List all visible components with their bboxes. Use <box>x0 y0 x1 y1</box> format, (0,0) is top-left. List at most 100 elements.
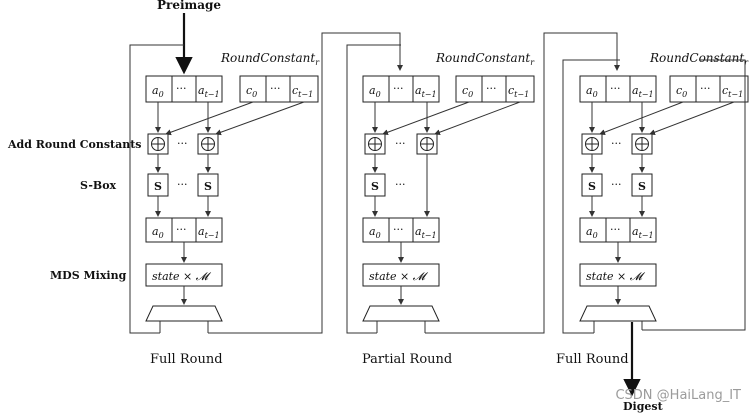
ct1-sub: t−1 <box>298 90 313 99</box>
at1-label: a <box>415 225 422 238</box>
at1-label: a <box>632 84 639 97</box>
svg-text:ct−1: ct−1 <box>508 84 529 99</box>
svg-text:a0: a0 <box>586 225 598 240</box>
ellipsis: ··· <box>270 82 281 95</box>
a0-sub: 0 <box>159 231 164 240</box>
sbox-s: S <box>638 180 646 193</box>
svg-text:at−1: at−1 <box>198 225 220 240</box>
svg-text:a0: a0 <box>152 84 164 99</box>
a0-label: a <box>586 225 593 238</box>
ellipsis: ··· <box>610 223 621 236</box>
output-mux <box>145 305 223 322</box>
output-mux <box>362 305 440 322</box>
at1-label: a <box>198 84 205 97</box>
a0-label: a <box>586 84 593 97</box>
ellipsis: ··· <box>610 82 621 95</box>
at1-sub: t−1 <box>422 90 437 99</box>
mds-mixing-label: MDS Mixing <box>50 269 127 282</box>
svg-text:at−1: at−1 <box>632 84 654 99</box>
a0-sub: 0 <box>593 90 598 99</box>
round-caption: Partial Round <box>362 352 452 367</box>
digest-label: Digest <box>623 400 664 413</box>
svg-text:RoundConstantr: RoundConstantr <box>649 51 749 67</box>
round-full-2: a0 ··· at−1 RoundConstantr c0 ··· ct−1 ·… <box>556 51 749 413</box>
svg-text:RoundConstantr: RoundConstantr <box>435 51 535 67</box>
svg-text:a0: a0 <box>369 84 381 99</box>
svg-text:a0: a0 <box>152 225 164 240</box>
ct1-label: c <box>508 84 514 97</box>
svg-text:RoundConstantr: RoundConstantr <box>220 51 320 67</box>
at1-label: a <box>415 84 422 97</box>
round-caption: Full Round <box>150 352 223 367</box>
c0-sub: 0 <box>252 90 257 99</box>
state-mds-label: state × 𝓜 <box>586 270 646 283</box>
ellipsis: ··· <box>486 82 497 95</box>
state-mds-label: state × 𝓜 <box>369 270 429 283</box>
ct1-label: c <box>292 84 298 97</box>
c0-label: c <box>462 84 468 97</box>
round-full-1: a0 ··· at−1 RoundConstantr c0 ··· ct−1 ·… <box>129 32 403 367</box>
svg-text:ct−1: ct−1 <box>722 84 743 99</box>
at1-sub: t−1 <box>639 231 654 240</box>
watermark: CSDN @HaiLang_IT <box>615 388 741 403</box>
sbox-s: S <box>204 180 212 193</box>
at1-sub: t−1 <box>639 90 654 99</box>
round-constant-label: RoundConstant <box>435 51 530 65</box>
a0-sub: 0 <box>593 231 598 240</box>
round-partial: a0 ··· at−1 RoundConstantr c0 ··· ct−1 ·… <box>346 32 620 367</box>
c0-label: c <box>246 84 252 97</box>
ct1-sub: t−1 <box>728 90 743 99</box>
ellipsis: ··· <box>177 137 188 150</box>
state-mds-label: state × 𝓜 <box>152 270 212 283</box>
at1-sub: t−1 <box>205 231 220 240</box>
at1-label: a <box>198 225 205 238</box>
ellipsis: ··· <box>176 82 187 95</box>
round-constant-sub: r <box>315 58 320 67</box>
c0-label: c <box>676 84 682 97</box>
ellipsis: ··· <box>611 178 622 191</box>
round-constant-label: RoundConstant <box>220 51 315 65</box>
round-constant-label: RoundConstant <box>649 51 744 65</box>
svg-text:at−1: at−1 <box>198 84 220 99</box>
a0-label: a <box>152 84 159 97</box>
ellipsis: ··· <box>393 223 404 236</box>
round-caption: Full Round <box>556 352 629 367</box>
svg-text:at−1: at−1 <box>632 225 654 240</box>
svg-text:at−1: at−1 <box>415 84 437 99</box>
sbox-s: S <box>588 180 596 193</box>
at1-sub: t−1 <box>205 90 220 99</box>
ct1-sub: t−1 <box>514 90 529 99</box>
svg-text:a0: a0 <box>586 84 598 99</box>
c0-sub: 0 <box>468 90 473 99</box>
preimage-label: Preimage <box>157 0 221 12</box>
ellipsis: ··· <box>395 178 406 191</box>
c0-sub: 0 <box>682 90 687 99</box>
svg-text:c0: c0 <box>246 84 257 99</box>
ellipsis: ··· <box>176 223 187 236</box>
ellipsis: ··· <box>611 137 622 150</box>
ct1-label: c <box>722 84 728 97</box>
round-constant-sub: r <box>530 58 535 67</box>
output-mux <box>579 305 657 322</box>
ellipsis: ··· <box>395 137 406 150</box>
a0-label: a <box>369 84 376 97</box>
a0-label: a <box>369 225 376 238</box>
a0-label: a <box>152 225 159 238</box>
sbox-s: S <box>154 180 162 193</box>
svg-text:c0: c0 <box>462 84 473 99</box>
svg-text:ct−1: ct−1 <box>292 84 313 99</box>
sbox-s: S <box>371 180 379 193</box>
ellipsis: ··· <box>177 178 188 191</box>
a0-sub: 0 <box>376 90 381 99</box>
svg-text:c0: c0 <box>676 84 687 99</box>
add-round-constants-label: Add Round Constants <box>7 138 142 151</box>
sbox-label: S-Box <box>80 179 117 192</box>
at1-sub: t−1 <box>422 231 437 240</box>
ellipsis: ··· <box>393 82 404 95</box>
svg-text:a0: a0 <box>369 225 381 240</box>
a0-sub: 0 <box>376 231 381 240</box>
at1-label: a <box>632 225 639 238</box>
a0-sub: 0 <box>159 90 164 99</box>
round-constant-sub: r <box>744 58 749 67</box>
